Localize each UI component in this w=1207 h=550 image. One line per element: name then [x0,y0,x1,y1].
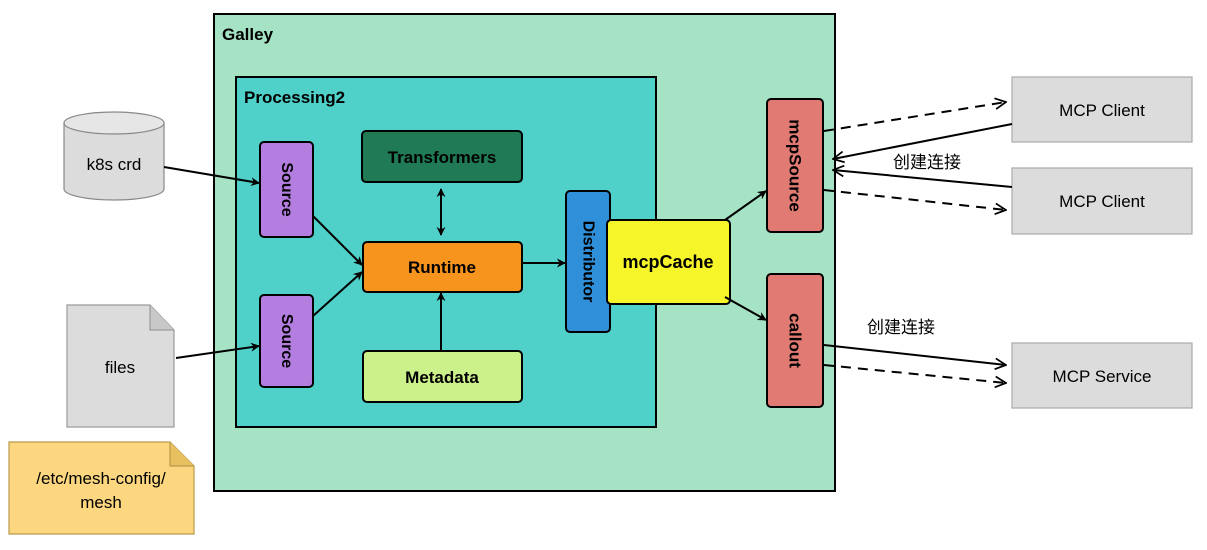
connect-label-bottom: 创建连接 [867,318,935,337]
transformers-box [361,130,523,183]
mesh-config-line-1: /etc/mesh-config/ [36,469,166,488]
mesh-config-note: /etc/mesh-config/ mesh [8,441,195,535]
source-bottom-box [259,294,314,388]
callout-label: callout [786,313,805,368]
metadata-box [362,350,523,403]
mcpsource-box [766,98,824,233]
arrow-source-top-to-runtime [312,215,363,266]
mcpcache-box [606,219,731,305]
k8s-crd-database: k8s crd [63,111,165,201]
source-bottom-label: Source [278,314,295,368]
dashed-arrow-callout-to-service [823,364,1006,383]
distributor-label: Distributor [580,221,597,303]
arrow-callout-to-service [823,344,1006,365]
mcpcache-label: mcpCache [622,252,713,272]
galley-title: Galley [222,25,274,44]
transformers-label: Transformers [388,148,497,167]
arrow-source-bottom-to-runtime [312,271,363,317]
mcp-client-bottom-label: MCP Client [1059,192,1145,211]
processing-title: Processing2 [244,88,345,107]
runtime-box [362,241,523,293]
arrow-client-top-to-mcpsource [833,123,1013,159]
arrow-mcpcache-to-callout [724,296,767,321]
mcp-client-top-label: MCP Client [1059,101,1145,120]
dashed-arrow-mcpsource-to-client-top [823,102,1006,132]
callout-box [766,273,824,408]
source-top-label: Source [278,162,295,216]
arrow-k8s-to-source [163,166,260,187]
arrow-client-bottom-to-mcpsource [833,170,1013,188]
dashed-arrow-mcpsource-to-client-bottom [823,189,1006,210]
mcp-client-bottom-box [1011,167,1193,235]
mcp-client-top-box [1011,76,1193,143]
files-label: files [105,358,135,377]
arrow-mcpcache-to-mcpsource [724,190,767,221]
arrow-files-to-source [175,342,260,359]
k8s-crd-label: k8s crd [87,155,142,174]
source-top-box [259,141,314,238]
runtime-label: Runtime [408,258,476,277]
mcp-service-box [1011,342,1193,409]
files-document: files [66,304,175,428]
mesh-config-line-2: mesh [80,493,122,512]
mcp-service-label: MCP Service [1053,367,1152,386]
mcpsource-label: mcpSource [786,119,805,212]
connect-label-top: 创建连接 [893,153,961,172]
metadata-label: Metadata [405,368,479,387]
